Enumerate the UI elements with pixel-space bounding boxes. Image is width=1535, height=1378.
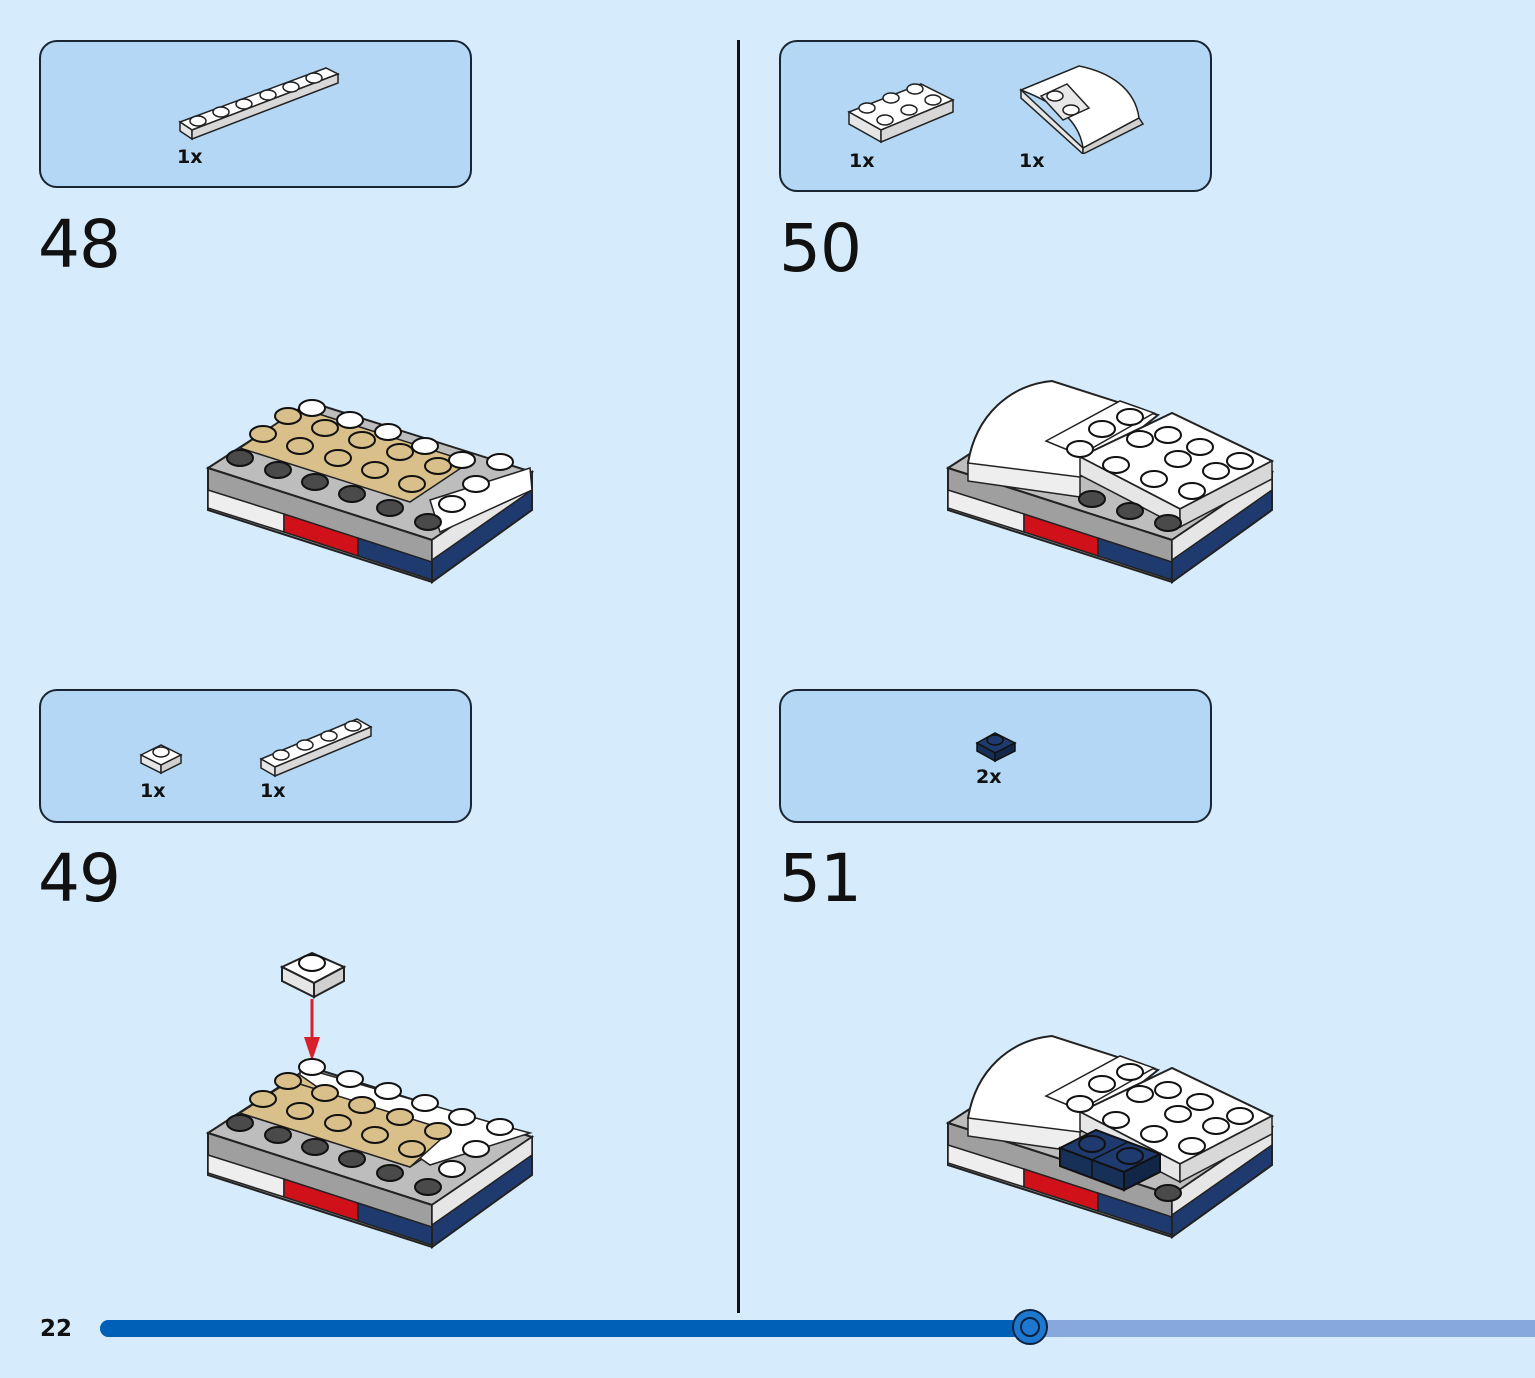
parts-box-step-50: 1x 1x (779, 40, 1212, 192)
dark-blue-plate-1x1-icon (975, 732, 1017, 763)
step-number: 49 (38, 840, 121, 917)
parts-box-step-48: 1x (39, 40, 472, 188)
step-50-build-model (945, 379, 1275, 584)
step-number: 48 (38, 206, 121, 283)
step-48-build-model (205, 399, 535, 584)
progress-bar (100, 1309, 1535, 1345)
part-quantity: 1x (140, 780, 166, 802)
part-quantity: 2x (976, 766, 1002, 788)
step-number: 50 (779, 210, 862, 287)
part-quantity: 1x (260, 780, 286, 802)
step-49-build-model (205, 951, 535, 1249)
part-quantity: 1x (177, 146, 203, 168)
white-plate-1x1-icon (279, 951, 347, 999)
part-quantity: 1x (849, 150, 875, 172)
step-51-build-model (945, 1034, 1275, 1239)
white-plate-1x1-icon (139, 744, 183, 775)
dark-blue-plate-pair (1057, 1128, 1163, 1192)
white-plate-2x4-icon (847, 83, 955, 144)
page-number: 22 (40, 1316, 73, 1342)
column-divider (737, 40, 740, 1313)
white-plate-1x4-icon (259, 718, 373, 778)
progress-knob-icon (1011, 1309, 1048, 1345)
part-quantity: 1x (1019, 150, 1045, 172)
progress-fill (100, 1320, 1030, 1337)
step-number: 51 (779, 840, 862, 917)
parts-box-step-51: 2x (779, 689, 1212, 823)
white-plate-1x6-icon (178, 67, 340, 141)
white-curved-slope-icon (1018, 65, 1145, 154)
parts-box-step-49: 1x 1x (39, 689, 472, 823)
